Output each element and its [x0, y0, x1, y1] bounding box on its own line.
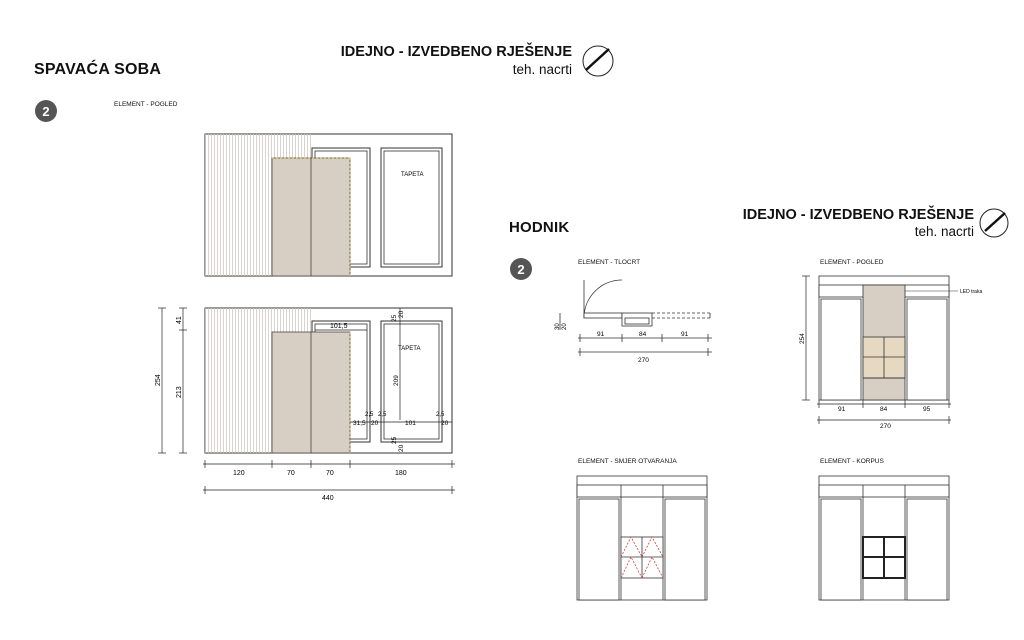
bedroom-vertical-dims: [158, 307, 187, 454]
dim-20-bot: 20: [398, 444, 405, 452]
hallway-title: HODNIK: [509, 219, 570, 236]
tapeta-label-top: TAPETA: [401, 172, 423, 178]
bedroom-elevation-bottom: TAPETA 101,5 25 20 209 31,5 2,5 20 2,5 1…: [204, 307, 453, 454]
hallway-header-subtitle: teh. nacrti: [914, 224, 974, 239]
hallway-carcass-label: ELEMENT - KORPUS: [820, 458, 884, 465]
dim-2-5-c: 2,5: [436, 412, 445, 418]
tapeta-label-bottom: TAPETA: [398, 346, 420, 352]
dim-120: 120: [233, 470, 245, 477]
dim-213: 213: [176, 386, 183, 398]
hallway-badge: 2: [510, 258, 532, 280]
dim-25-top: 25: [391, 314, 398, 322]
plan-dim-91-a: 91: [597, 331, 605, 338]
dim-20-b: 20: [441, 420, 449, 427]
bedroom-title: SPAVAĆA SOBA: [34, 61, 162, 78]
dim-209: 209: [393, 375, 400, 386]
dim-180: 180: [395, 470, 407, 477]
plan-dim-30: 30: [555, 323, 561, 330]
hallway-carcass-view: [818, 475, 950, 601]
view-dim-84: 84: [880, 406, 888, 413]
plan-dim-84: 84: [639, 331, 647, 338]
hallway-view-dims: [802, 275, 951, 424]
bedroom-elevation-top: TAPETA: [204, 133, 453, 277]
dim-70-b: 70: [326, 470, 334, 477]
dim-70-a: 70: [287, 470, 295, 477]
plan-dim-91-b: 91: [681, 331, 689, 338]
hallway-view-label: ELEMENT - POGLED: [820, 259, 884, 266]
hallway-opening-view: [576, 475, 708, 601]
view-dim-254: 254: [799, 333, 806, 344]
hallway-view: [818, 275, 958, 401]
hallway-plan: [559, 279, 712, 356]
hallway-opening-label: ELEMENT - SMJER OTVARANJA: [578, 458, 677, 465]
view-dim-91: 91: [838, 406, 846, 413]
dim-2-5-a: 2,5: [365, 412, 374, 418]
plan-dim-20: 20: [562, 323, 568, 330]
bedroom-horizontal-dims: [203, 460, 455, 494]
hallway-header-title: IDEJNO - IZVEDBENO RJEŠENJE: [742, 207, 974, 223]
plan-dim-270: 270: [638, 357, 649, 364]
dim-25-bot: 25: [391, 436, 398, 444]
dim-101-5: 101,5: [330, 323, 348, 330]
bedroom-header-title: IDEJNO - IZVEDBENO RJEŠENJE: [340, 44, 572, 60]
dim-101: 101: [405, 420, 416, 427]
hallway-plan-label: ELEMENT - TLOCRT: [578, 259, 641, 266]
dim-254-bedroom: 254: [155, 374, 162, 386]
dim-440: 440: [322, 495, 334, 502]
led-label: LED traka: [960, 289, 982, 295]
dim-2-5-b: 2,5: [378, 412, 387, 418]
bedroom-element-label: ELEMENT - POGLED: [114, 101, 178, 108]
dim-41: 41: [176, 316, 183, 324]
north-arrow-icon: [582, 45, 614, 77]
opening-direction-lines: [620, 536, 664, 579]
dim-31-5: 31,5: [353, 420, 366, 427]
north-arrow-icon: [979, 208, 1009, 238]
bedroom-badge: 2: [35, 100, 57, 122]
view-dim-270: 270: [880, 423, 891, 430]
bedroom-header-subtitle: teh. nacrti: [512, 62, 572, 77]
dim-20-top: 20: [398, 310, 405, 318]
dim-20-a: 20: [371, 420, 379, 427]
view-dim-95: 95: [923, 406, 931, 413]
